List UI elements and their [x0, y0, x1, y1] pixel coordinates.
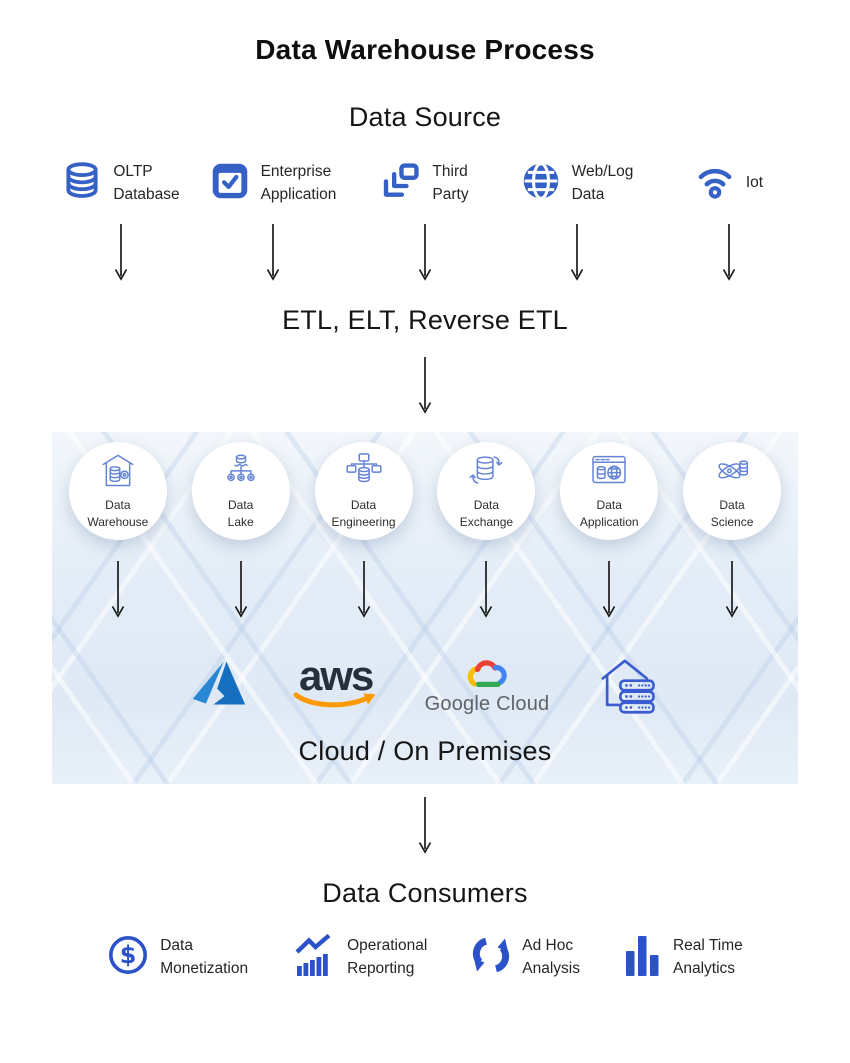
down-arrow — [357, 561, 370, 618]
cloud-logos-row: aws Google Cloud — [52, 646, 798, 726]
down-arrow — [266, 224, 280, 281]
down-arrow — [111, 561, 125, 618]
consumer-item-label: Data Monetization — [160, 936, 249, 977]
consumer-item-analytics: Real Time Analytics — [624, 931, 743, 983]
data-warehouse-icon — [99, 451, 137, 494]
platform-panel: Data Warehouse — [52, 432, 798, 784]
circle-label: Data Science — [710, 497, 754, 529]
down-arrow — [480, 561, 493, 618]
azure-logo — [191, 659, 247, 714]
cycle-arrows-icon — [471, 933, 511, 982]
data-exchange-icon — [467, 451, 505, 494]
data-lake-icon — [222, 451, 260, 494]
platform-item-science: Data Science — [675, 442, 789, 618]
trend-chart-icon — [292, 933, 336, 981]
platform-item-application: Data Application — [552, 442, 666, 618]
circle-label: Data Engineering — [331, 497, 396, 529]
circle-badge: Data Science — [683, 442, 782, 540]
circle-label: Data Application — [579, 497, 639, 529]
source-item-label: Third Party — [432, 162, 469, 203]
down-arrow — [418, 797, 432, 854]
aws-logo-text: aws — [298, 651, 374, 699]
page-title: Data Warehouse Process — [255, 34, 595, 65]
source-item-thirdparty: Third Party — [349, 157, 501, 281]
down-arrow — [114, 224, 128, 281]
circle-badge: Data Engineering — [314, 442, 413, 540]
data-consumers-row: $ Data Monetization — [0, 931, 850, 983]
data-source-heading: Data Source — [348, 102, 502, 132]
circle-label: Data Lake — [227, 497, 254, 529]
etl-to-platform-arrow — [0, 356, 850, 414]
source-item-enterprise: Enterprise Application — [197, 157, 349, 281]
wifi-iot-icon — [695, 161, 735, 206]
dollar-circle-icon: $ — [107, 934, 149, 981]
source-item-label: Iot — [745, 174, 764, 192]
cloud-onpremises-caption: Cloud / On Premises — [298, 736, 552, 766]
source-item-label: OLTP Database — [113, 162, 180, 203]
etl-heading: ETL, ELT, Reverse ETL — [282, 305, 568, 335]
down-arrow — [725, 561, 739, 618]
consumer-item-reporting: Operational Reporting — [292, 931, 427, 983]
source-item-oltp: OLTP Database — [45, 157, 197, 281]
consumer-item-adhoc: Ad Hoc Analysis — [471, 931, 580, 983]
source-item-label: Enterprise Application — [260, 162, 337, 203]
source-item-iot: Iot — [653, 157, 805, 281]
platform-item-engineering: Data Engineering — [307, 442, 421, 618]
on-premises-icon — [595, 653, 659, 720]
source-item-weblog: Web/Log Data — [501, 157, 653, 281]
down-arrow — [570, 224, 584, 281]
down-arrow — [722, 224, 736, 281]
data-application-icon — [590, 451, 628, 494]
aws-logo: aws — [293, 651, 379, 713]
platform-circles-row: Data Warehouse — [52, 432, 798, 618]
down-arrow — [234, 561, 247, 618]
consumer-item-label: Real Time Analytics — [672, 936, 743, 977]
google-cloud-icon — [467, 659, 507, 687]
google-cloud-logo: Google Cloud — [425, 657, 550, 716]
platform-item-warehouse: Data Warehouse — [61, 442, 175, 618]
data-consumers-heading: Data Consumers — [322, 878, 528, 908]
database-icon — [62, 161, 102, 206]
platform-item-exchange: Data Exchange — [429, 442, 543, 618]
consumer-item-monetization: $ Data Monetization — [107, 931, 248, 983]
checkbox-icon — [210, 161, 250, 206]
data-science-icon — [713, 451, 751, 494]
down-arrow — [418, 357, 432, 414]
circle-badge: Data Exchange — [437, 442, 536, 540]
google-cloud-text: Google Cloud — [424, 692, 550, 715]
consumer-item-label: Operational Reporting — [347, 936, 428, 977]
platform-item-lake: Data Lake — [184, 442, 298, 618]
data-engineering-icon — [345, 451, 383, 494]
down-arrow — [602, 561, 616, 618]
layers-icon — [381, 161, 421, 206]
data-source-row: OLTP Database Enterprise Application — [0, 157, 850, 281]
globe-icon — [521, 161, 561, 206]
bar-chart-icon — [624, 934, 662, 981]
consumer-item-label: Ad Hoc Analysis — [522, 936, 580, 977]
down-arrow — [418, 224, 432, 281]
svg-text:$: $ — [120, 941, 137, 969]
circle-label: Data Warehouse — [87, 497, 149, 529]
aws-smile-icon — [293, 692, 376, 708]
platform-to-consumers-arrow — [0, 796, 850, 854]
circle-badge: Data Warehouse — [68, 442, 167, 540]
circle-badge: Data Application — [560, 442, 659, 540]
circle-label: Data Exchange — [459, 497, 514, 529]
circle-badge: Data Lake — [191, 442, 290, 540]
source-item-label: Web/Log Data — [571, 162, 634, 203]
